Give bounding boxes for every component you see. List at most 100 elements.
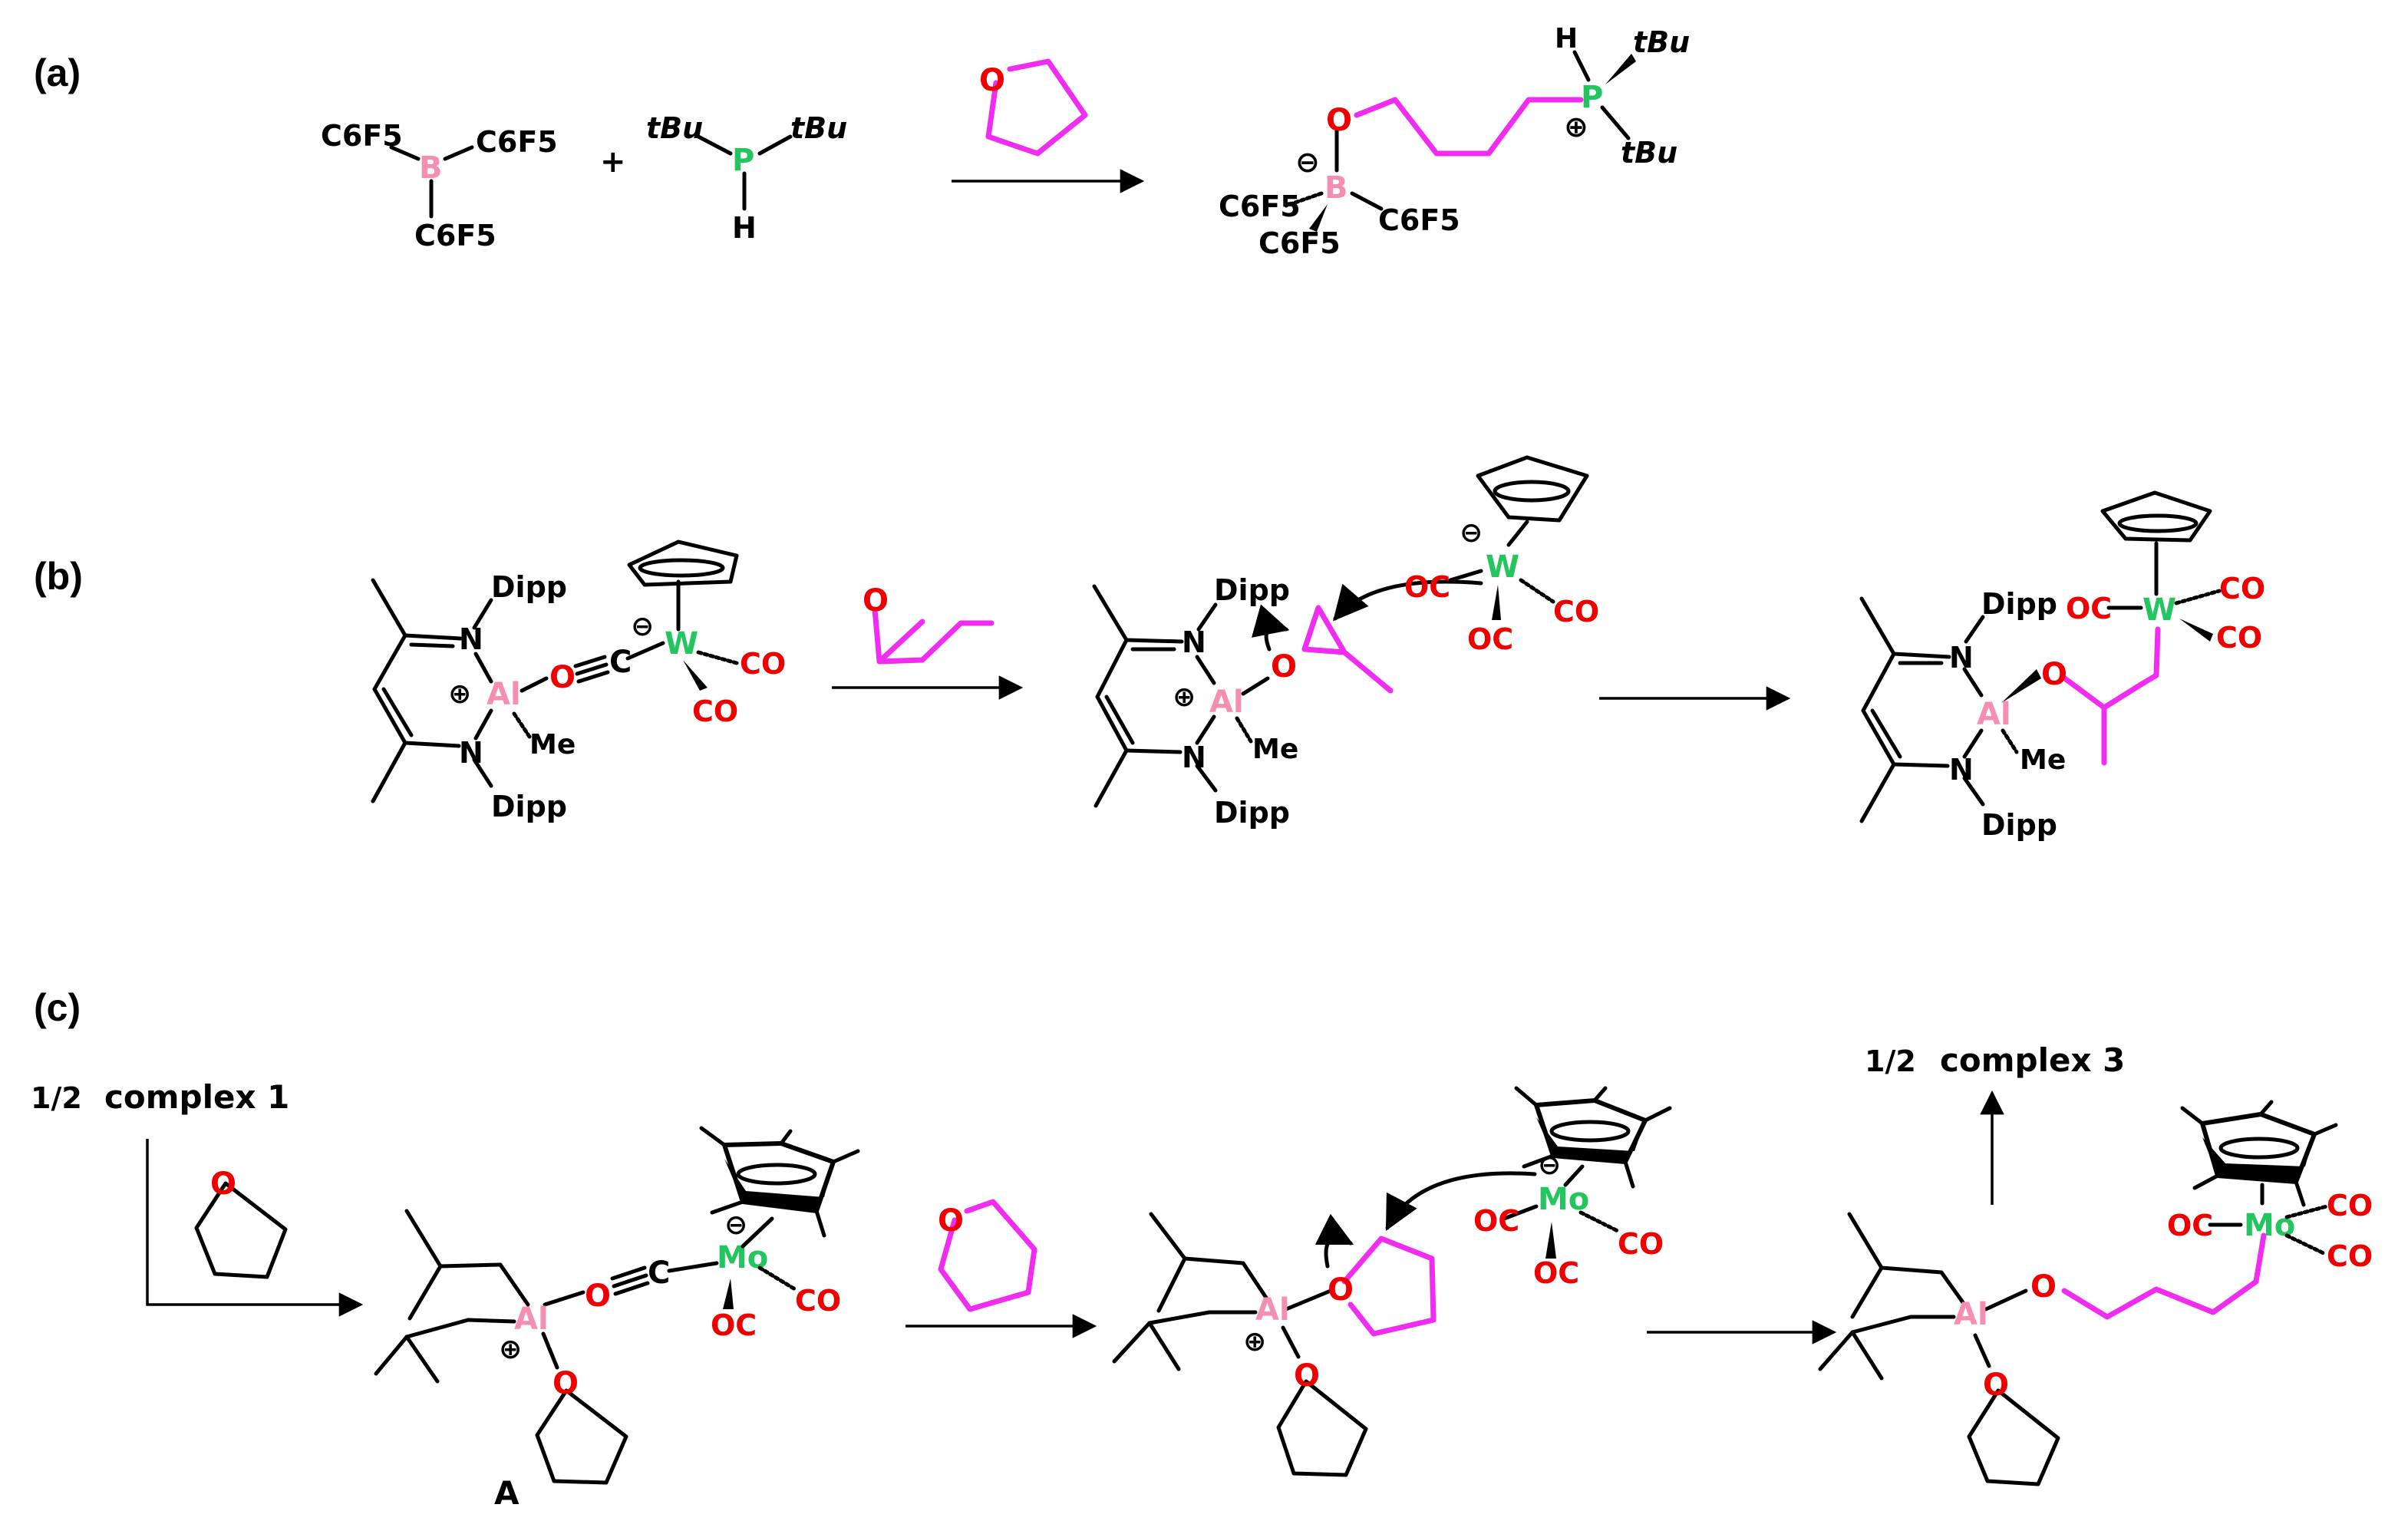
c6f5-label: C6F5 [476,125,558,159]
reaction-arrow [146,1139,364,1317]
oxygen-atom: O [938,1203,964,1239]
anion-charge: ⊖ [724,1209,747,1241]
ring-front-edge [724,1159,833,1211]
epoxide-activation-intermediate: N N Dipp Dipp Al ⊕ Me O W ⊖ OC CO OC [1092,455,1599,830]
co-ligand: OC [1533,1256,1579,1290]
propylene-oxide-reagent: O [863,583,995,665]
aluminum-atom: Al [1209,685,1244,720]
oxygen-atom: O [2041,657,2067,692]
boron-atom: B [419,150,443,186]
nitrogen-atom: N [459,622,483,656]
oxygen-atom: O [553,1366,579,1401]
c6f5-label: C6F5 [1219,190,1301,223]
wedge-bond [683,660,708,691]
co-ligand: OC [2167,1209,2213,1242]
complex-3-name: complex 3 [1940,1041,2125,1079]
anion-charge: ⊖ [631,611,654,642]
wedge-bond [723,1278,734,1309]
cation-charge: ⊕ [499,1334,522,1365]
c6f5-label: C6F5 [414,219,496,252]
ring-front-edge [2202,1134,2314,1182]
wedge-bond [1309,204,1328,232]
co-ligand: CO [1553,595,1599,629]
tbu-label: tBu [1621,136,1677,170]
oxygen-atom: O [1326,103,1352,138]
compound-a: Al ⊕ O O C Mo ⊖ OC CO A [374,1126,860,1512]
borate-phosphonium-product: O B ⊖ C6F5 C6F5 C6F5 P ⊕ H tBu tBu [1219,23,1690,260]
anion-charge: ⊖ [1538,1150,1561,1181]
tbu-label: tBu [790,111,847,145]
boron-atom: B [1324,170,1348,206]
cyclopentadienyl-ring [627,539,739,587]
co-ligand: OC [2066,592,2112,625]
tbu-label: tBu [646,111,703,145]
dipp-label: Dipp [1981,808,2057,842]
half-fraction: 1/2 [31,1081,82,1115]
ring-opened-thf-product: Al O O Mo OC CO CO [1818,1100,2373,1486]
nitrogen-atom: N [1182,625,1206,659]
wedge-bond [2179,619,2213,642]
panel-c: 1/2 complex 1 O Al ⊕ O [31,1041,2373,1512]
phosphorus-atom: P [732,143,754,178]
tungsten-atom: W [2142,592,2176,628]
ring-opened-product: N N Dipp Dipp Al Me O W OC CO CO [1859,490,2265,842]
co-ligand: OC [1404,570,1450,604]
co-ligand: OC [1467,622,1513,656]
dipp-label: Dipp [1214,796,1290,830]
panel-a: B C6F5 C6F5 C6F5 + P tBu tBu H O O B ⊖ [321,23,1690,260]
co-ligand: OC [711,1308,757,1342]
c6f5-label: C6F5 [1258,226,1341,260]
wedge-bond [2001,669,2041,703]
panel-b: N N Dipp Dipp Al ⊕ Me O C W ⊖ CO CO O [371,455,2265,842]
aluminum-atom: Al [1977,697,2011,732]
methyl-label: Me [2020,744,2066,776]
oxygen-atom: O [1294,1358,1320,1394]
nitrogen-atom: N [1949,641,1974,675]
oxygen-atom: O [210,1166,236,1202]
aluminum-atom: Al [1255,1292,1290,1328]
wedge-bond [1492,585,1501,620]
methyl-label: Me [1252,734,1298,765]
co-ligand: CO [2327,1189,2373,1222]
panel-label-b: (b) [34,555,83,598]
oxygen-atom: O [979,63,1005,98]
oxygen-atom: O [2030,1269,2057,1305]
complex-1-label: 1/2 complex 1 [31,1078,289,1116]
co-ligand: CO [2327,1239,2373,1273]
cyclopentadienyl-ring [1476,455,1589,523]
tungsten-atom: W [665,626,698,662]
nitrogen-atom: N [1949,753,1974,787]
cyclopentadienyl-ring [2100,490,2212,543]
thf-reagent: O [194,1166,288,1279]
co-ligand: CO [692,695,738,728]
aluminum-atom: Al [514,1302,549,1337]
co-ligand: CO [740,647,786,681]
dipp-label: Dipp [1214,573,1290,607]
oxygen-atom: O [1271,649,1297,685]
hydrogen-atom: H [732,211,757,245]
half-fraction: 1/2 [1865,1044,1916,1078]
c6f5-label: C6F5 [1378,203,1460,237]
dipp-label: Dipp [1981,587,2057,621]
complex-3-label: 1/2 complex 3 [1865,1041,2125,1079]
plus-sign: + [600,144,626,180]
panel-label-c: (c) [34,986,81,1029]
thf-reagent: O [938,1199,1037,1312]
co-ligand: CO [795,1284,841,1318]
nitrogen-atom: N [459,736,483,770]
thf-activation-intermediate: Al ⊕ O O Mo ⊖ OC CO OC [1112,1086,1672,1477]
hydrogen-atom: H [1555,23,1578,54]
ring-front-edge [1536,1117,1645,1162]
co-ligand: CO [2219,572,2265,605]
aluminum-atom: Al [1954,1297,1988,1332]
complex-1-name: complex 1 [104,1078,289,1116]
nitrogen-atom: N [1182,741,1206,774]
anion-charge: ⊖ [1460,517,1483,549]
co-ligand: CO [2216,621,2262,655]
dipp-label: Dipp [491,570,567,604]
oxygen-atom: O [1983,1368,2009,1403]
co-ligand: CO [1618,1227,1664,1261]
methyl-label: Me [529,729,576,760]
thf-reagent: O [979,58,1088,157]
